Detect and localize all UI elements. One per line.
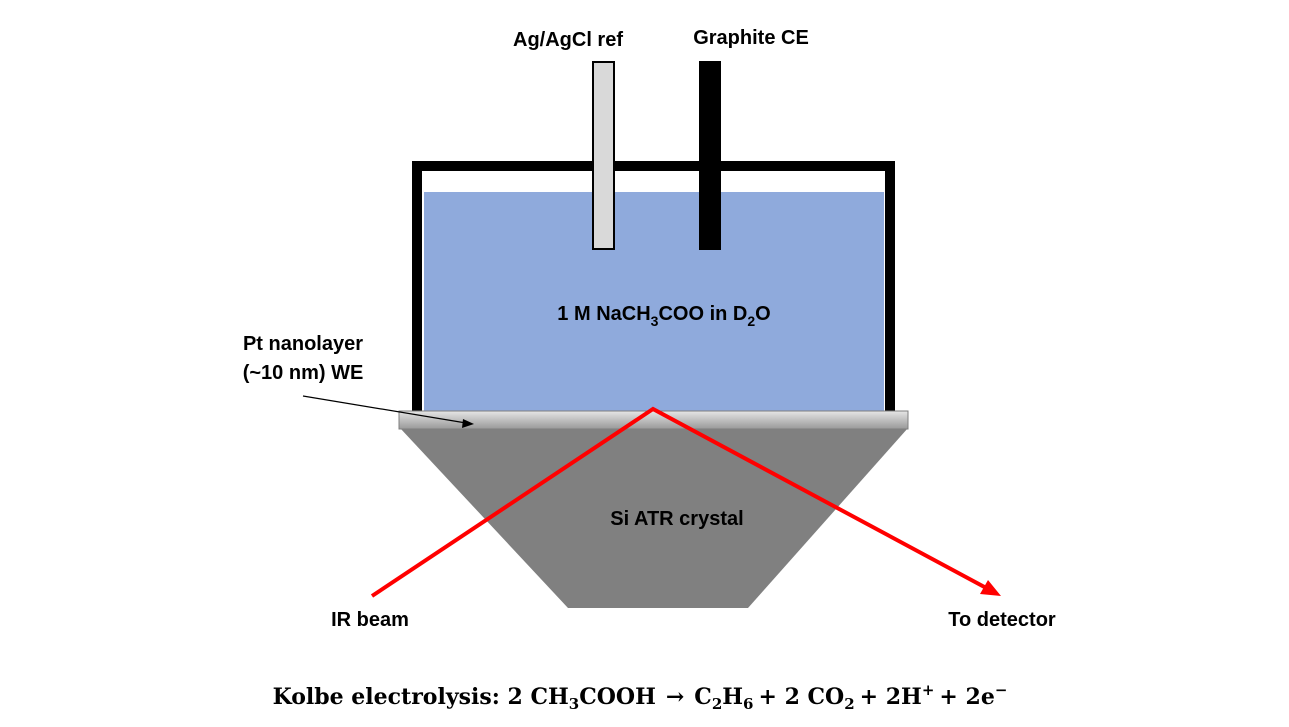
pt-nanolayer [398, 410, 909, 430]
ref-electrode [592, 61, 615, 250]
ir-beam-arrowhead [980, 580, 1001, 596]
label-detector: To detector [948, 609, 1056, 631]
electrolyte [424, 192, 884, 412]
we-pointer-arrowhead [462, 419, 474, 428]
ir-beam-path [370, 406, 991, 598]
si-atr-crystal [400, 428, 908, 608]
label-counter-electrode: Graphite CE [693, 27, 809, 49]
counter-electrode [699, 61, 721, 250]
label-ir-beam: IR beam [331, 609, 409, 631]
cell-wall [412, 161, 895, 412]
label-we-line2: (~10 nm) WE [243, 362, 364, 384]
label-crystal: Si ATR crystal [610, 508, 743, 530]
kolbe-equation: Kolbe electrolysis: 2 CH3COOH→C2H6+ 2 CO… [273, 681, 1008, 713]
label-we-line1: Pt nanolayer [243, 333, 363, 355]
label-ref-electrode: Ag/AgCl ref [513, 29, 623, 51]
we-pointer-line [302, 395, 467, 424]
label-electrolyte: 1 M NaCH3COO in D2O [557, 303, 770, 329]
